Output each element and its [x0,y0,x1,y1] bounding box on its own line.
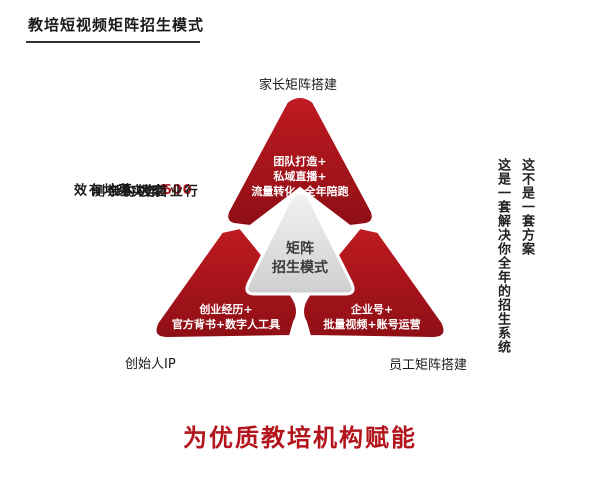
col-600: 600家机构亲测 [88,183,193,199]
top-line-3: 流量转化+全年陪跑 [251,184,348,198]
highlight-number: 1 [159,183,170,198]
center-line-1: 矩阵 [286,240,314,257]
right-line-2: 批量视频+账号运营 [323,317,420,331]
segment-top [226,96,374,228]
top-line-2: 私域直播+ [273,169,326,183]
column-text: 家机构亲测 [88,184,164,198]
column-text: 年实践 [112,184,158,198]
slogan: 为优质教培机构赋能 [183,424,417,452]
col-luodi: 落地有效 [70,183,131,197]
page-title: 教培短视频矩阵招生模式 [28,16,205,34]
center-triangle [245,190,355,296]
col-hangye: 行业首发 [136,184,197,198]
label-top: 家长矩阵搭建 [259,78,338,93]
left-line-1: 创业经历+ [198,302,252,316]
center-line-2: 招生模式 [272,259,328,276]
column-text: 落地有效 [70,183,131,197]
column-text: 行业首发 [136,184,197,198]
top-line-1: 团队打造+ [273,154,326,168]
highlight-number: 600 [162,183,193,198]
label-left: 创始人IP [125,357,176,372]
title-underline [26,41,200,43]
col-1nian: 1年实践 [112,183,172,199]
col-right-1: 这不是一套方案 [518,158,534,256]
left-line-2: 官方背书+数字人工具 [172,317,280,331]
right-line-1: 企业号+ [350,302,393,316]
col-right-2: 这是一套解决你全年的招生系统 [494,158,510,354]
label-right: 员工矩阵搭建 [389,358,468,373]
